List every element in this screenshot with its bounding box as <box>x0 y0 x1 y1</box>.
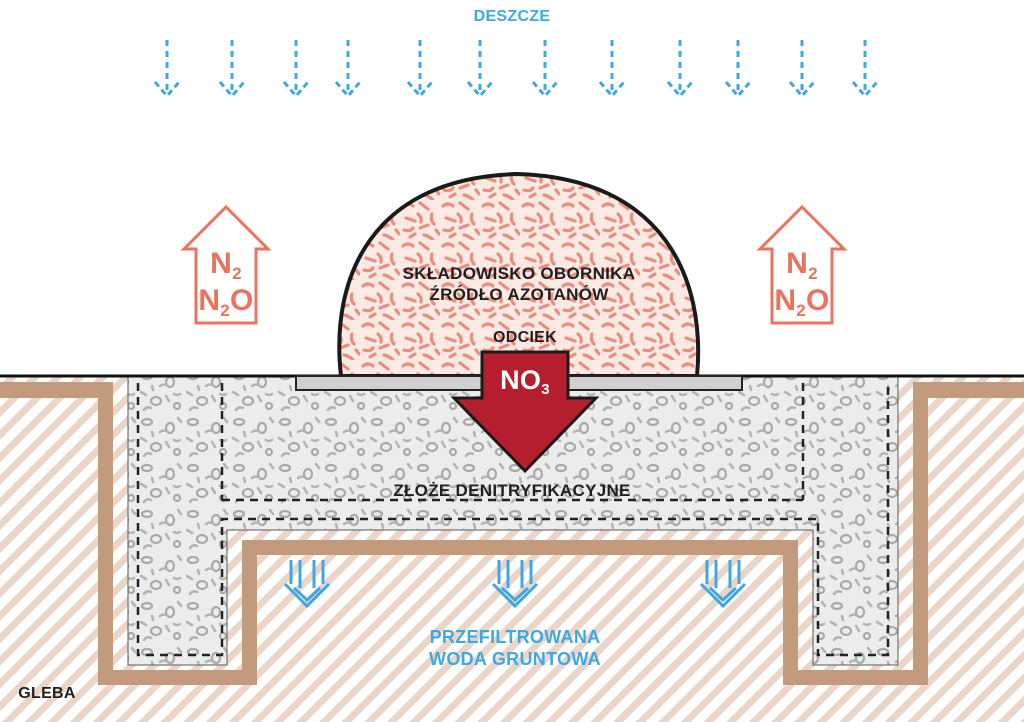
manure-heap-label: SKŁADOWISKO OBORNIKA <box>402 264 636 283</box>
rain-arrow-icon <box>666 38 694 98</box>
filtered-water-label-line2: WODA GRUNTOWA <box>429 649 601 669</box>
n2-label-right: N2 <box>786 247 818 283</box>
bed-dashed-outline <box>136 383 890 657</box>
nitrate-formula: NO3 <box>500 365 550 398</box>
denitrification-bed-label: ZŁOŻE DENITRYFIKACYJNE <box>393 481 631 500</box>
denitrification-bed <box>127 376 899 666</box>
filtered-water-label-line1: PRZEFILTROWANA <box>429 627 601 647</box>
rain-arrow-icon <box>218 38 246 98</box>
n2o-label-left: N2O <box>198 284 254 320</box>
rain-arrow-icon <box>851 38 879 98</box>
rain-arrow-icon <box>406 38 434 98</box>
trench-liner <box>0 382 1024 685</box>
rain-label: DESZCZE <box>473 8 551 25</box>
leachate-label: ODCIEK <box>492 329 558 346</box>
nitrate-flow-arrow-icon <box>450 350 600 474</box>
rain-arrow-icon <box>531 38 559 98</box>
rain-arrow-icon <box>466 38 494 98</box>
n2-label-left: N2 <box>210 247 242 283</box>
nitrate-source-label: ŹRÓDŁO AZOTANÓW <box>429 285 609 304</box>
n2o-label-right: N2O <box>774 284 830 320</box>
manure-heap <box>337 171 701 378</box>
soil-label: GLEBA <box>18 685 76 702</box>
rain-arrow-icon <box>724 38 752 98</box>
rain-arrow-icon <box>788 38 816 98</box>
rain-arrow-icon <box>282 38 310 98</box>
rain-arrow-icon <box>334 38 362 98</box>
rain-arrow-icon <box>598 38 626 98</box>
rain-arrow-icon <box>153 38 181 98</box>
